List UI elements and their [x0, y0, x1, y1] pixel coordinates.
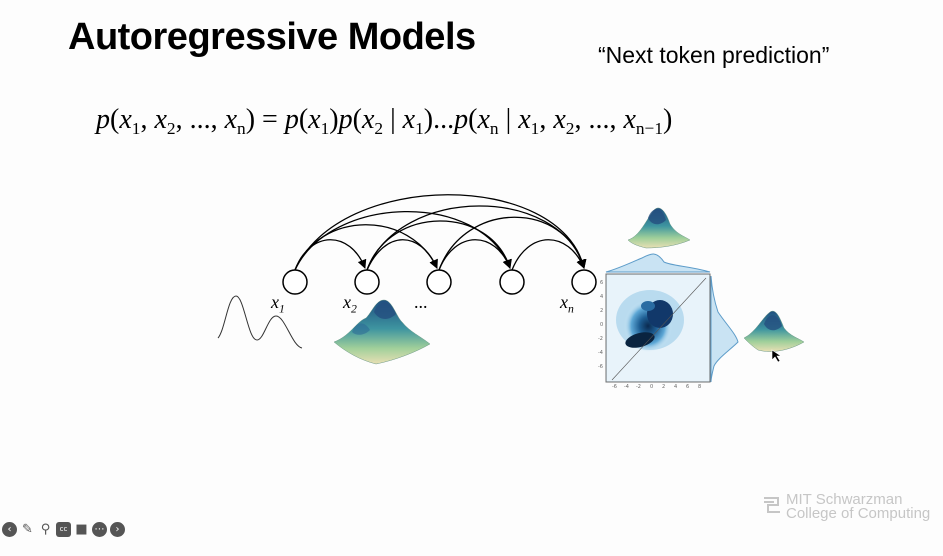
- node-label-x2: x2: [343, 292, 357, 316]
- node-label-x1: x1: [271, 292, 285, 316]
- equation-lhs: p(x1, x2, ..., xn): [96, 104, 256, 139]
- node-x3: [426, 269, 452, 295]
- slide-subtitle-quote: “Next token prediction”: [598, 42, 830, 68]
- node-label-ellipsis: ...: [414, 292, 428, 312]
- edge-x3-xn: [438, 216, 587, 271]
- node-x2: [354, 269, 380, 295]
- svg-text:4: 4: [600, 294, 603, 300]
- svg-text:6: 6: [686, 384, 689, 390]
- factorization-equation: p(x1, x2, ..., xn) = p(x1)p(x2 | x1)...p…: [96, 104, 672, 139]
- node-xn: [571, 269, 597, 295]
- node-x4: [499, 269, 525, 295]
- edge-x4-xn: [511, 239, 586, 271]
- edge-x1-x2: [294, 239, 367, 271]
- joint-density-plot: -6 -4 -2 0 2 4 6 8 6 4 2 0 -2 -4 -6: [598, 253, 739, 390]
- svg-text:2: 2: [662, 384, 665, 390]
- camera-icon[interactable]: ■: [75, 522, 88, 537]
- edge-x2-x3: [366, 239, 438, 271]
- svg-text:-6: -6: [598, 364, 603, 370]
- back-icon[interactable]: ‹: [2, 522, 17, 537]
- svg-text:-4: -4: [598, 350, 603, 356]
- node-label-xn: xn: [560, 292, 574, 316]
- bimodal-curve: [217, 295, 303, 349]
- zoom-icon[interactable]: ⚲: [40, 522, 51, 537]
- svg-text:0: 0: [650, 384, 653, 390]
- edge-x1-x3: [294, 224, 438, 271]
- mit-logo-icon: [764, 497, 780, 513]
- svg-text:0: 0: [600, 322, 603, 328]
- density-surface-large: [333, 299, 431, 365]
- svg-text:-6: -6: [612, 384, 617, 390]
- mouse-cursor: [771, 349, 782, 363]
- watermark-line1: MIT Schwarzman: [786, 491, 903, 508]
- edge-x3-x4: [438, 239, 512, 271]
- edge-x1-x4: [294, 210, 512, 271]
- svg-text:8: 8: [698, 384, 701, 390]
- svg-text:-2: -2: [636, 384, 641, 390]
- edge-x1-xn: [294, 194, 587, 271]
- edge-x2-xn: [366, 205, 587, 271]
- equation-rhs: = p(x1)p(x2 | x1)...p(xn | x1, x2, ..., …: [262, 104, 673, 139]
- svg-text:4: 4: [674, 384, 677, 390]
- svg-text:-2: -2: [598, 336, 603, 342]
- node-x1: [282, 269, 308, 295]
- presentation-toolbar: ‹ ✎ ⚲ cc ■ ⋯ ›: [2, 522, 125, 538]
- svg-text:6: 6: [600, 280, 603, 286]
- forward-icon[interactable]: ›: [110, 522, 125, 537]
- captions-icon[interactable]: cc: [56, 522, 71, 537]
- svg-text:2: 2: [600, 308, 603, 314]
- pen-icon[interactable]: ✎: [22, 522, 33, 537]
- density-surface-small-top: [627, 207, 691, 249]
- watermark-line2: College of Computing: [786, 505, 931, 522]
- slide-title: Autoregressive Models: [68, 16, 476, 58]
- more-icon[interactable]: ⋯: [92, 522, 107, 537]
- svg-text:-4: -4: [624, 384, 629, 390]
- density-surface-small-right: [743, 310, 805, 352]
